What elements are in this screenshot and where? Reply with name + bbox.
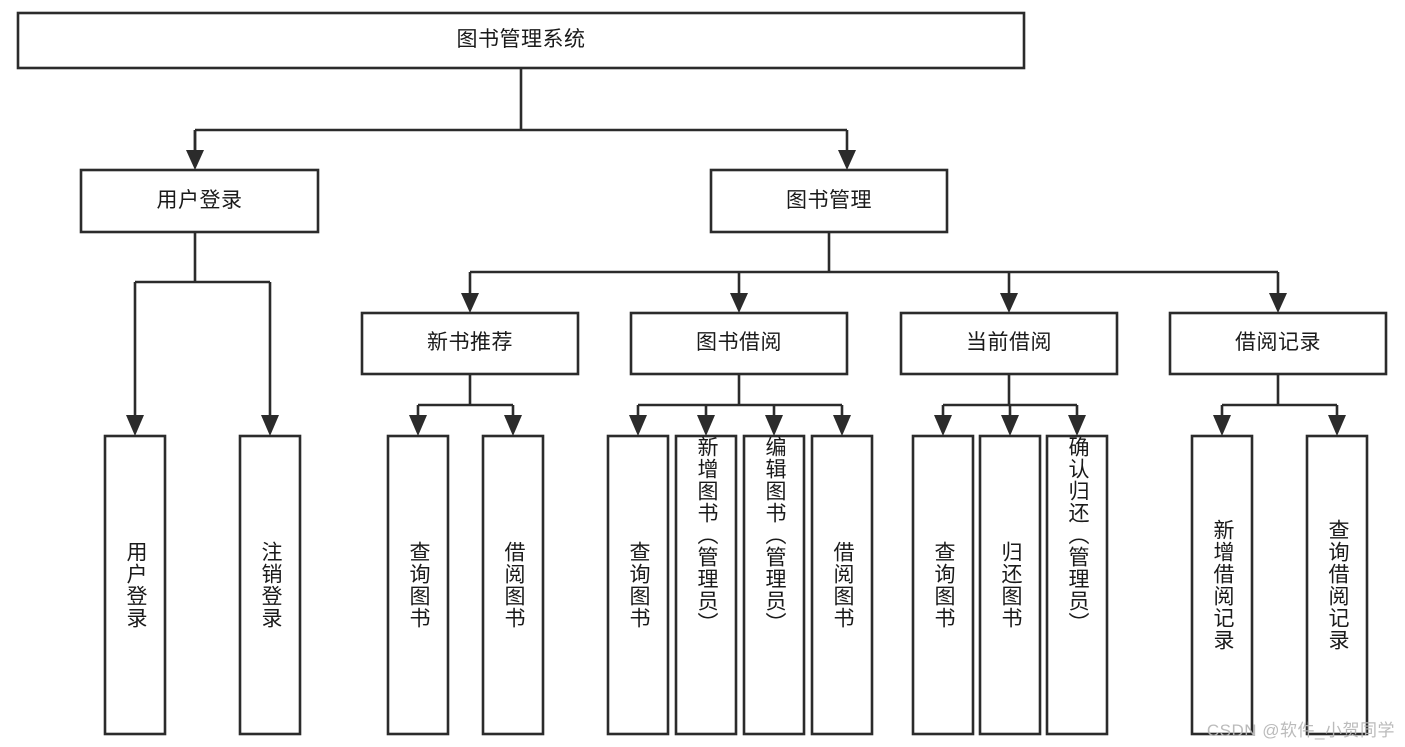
node-box-new-book-recommend[interactable]: [360, 311, 580, 376]
leaf-box-borrow-record-1[interactable]: [1305, 434, 1369, 736]
leaf-box-user-login-1[interactable]: [238, 434, 302, 736]
leaf-box-book-borrow-3[interactable]: [810, 434, 874, 736]
connector-group-book-manage: [461, 232, 1287, 313]
node-box-user-login[interactable]: [79, 168, 320, 234]
leaf-box-current-borrow-1[interactable]: [978, 434, 1042, 736]
node-box-current-borrow[interactable]: [899, 311, 1119, 376]
node-box-root[interactable]: [16, 11, 1026, 70]
connector-group-borrow-record: [1213, 374, 1346, 436]
connector-group-current-borrow: [934, 374, 1086, 436]
watermark-text: CSDN @软件_小贺同学: [1206, 721, 1395, 740]
connector-group-user-login: [126, 232, 279, 436]
node-box-book-manage[interactable]: [709, 168, 949, 234]
leaf-box-new-book-0[interactable]: [386, 434, 450, 736]
leaf-box-user-login-0[interactable]: [103, 434, 167, 736]
connector-group-new-book: [409, 374, 522, 436]
leaf-box-book-borrow-2[interactable]: [742, 434, 806, 736]
leaf-box-book-borrow-0[interactable]: [606, 434, 670, 736]
node-box-borrow-record[interactable]: [1168, 311, 1388, 376]
leaf-box-current-borrow-2[interactable]: [1045, 434, 1109, 736]
leaf-box-borrow-record-0[interactable]: [1190, 434, 1254, 736]
node-box-book-borrow[interactable]: [629, 311, 849, 376]
leaf-box-new-book-1[interactable]: [481, 434, 545, 736]
connector-group-book-borrow: [629, 374, 851, 436]
leaf-box-book-borrow-1[interactable]: [674, 434, 738, 736]
leaf-box-current-borrow-0[interactable]: [911, 434, 975, 736]
connector-group-root: [186, 68, 856, 170]
